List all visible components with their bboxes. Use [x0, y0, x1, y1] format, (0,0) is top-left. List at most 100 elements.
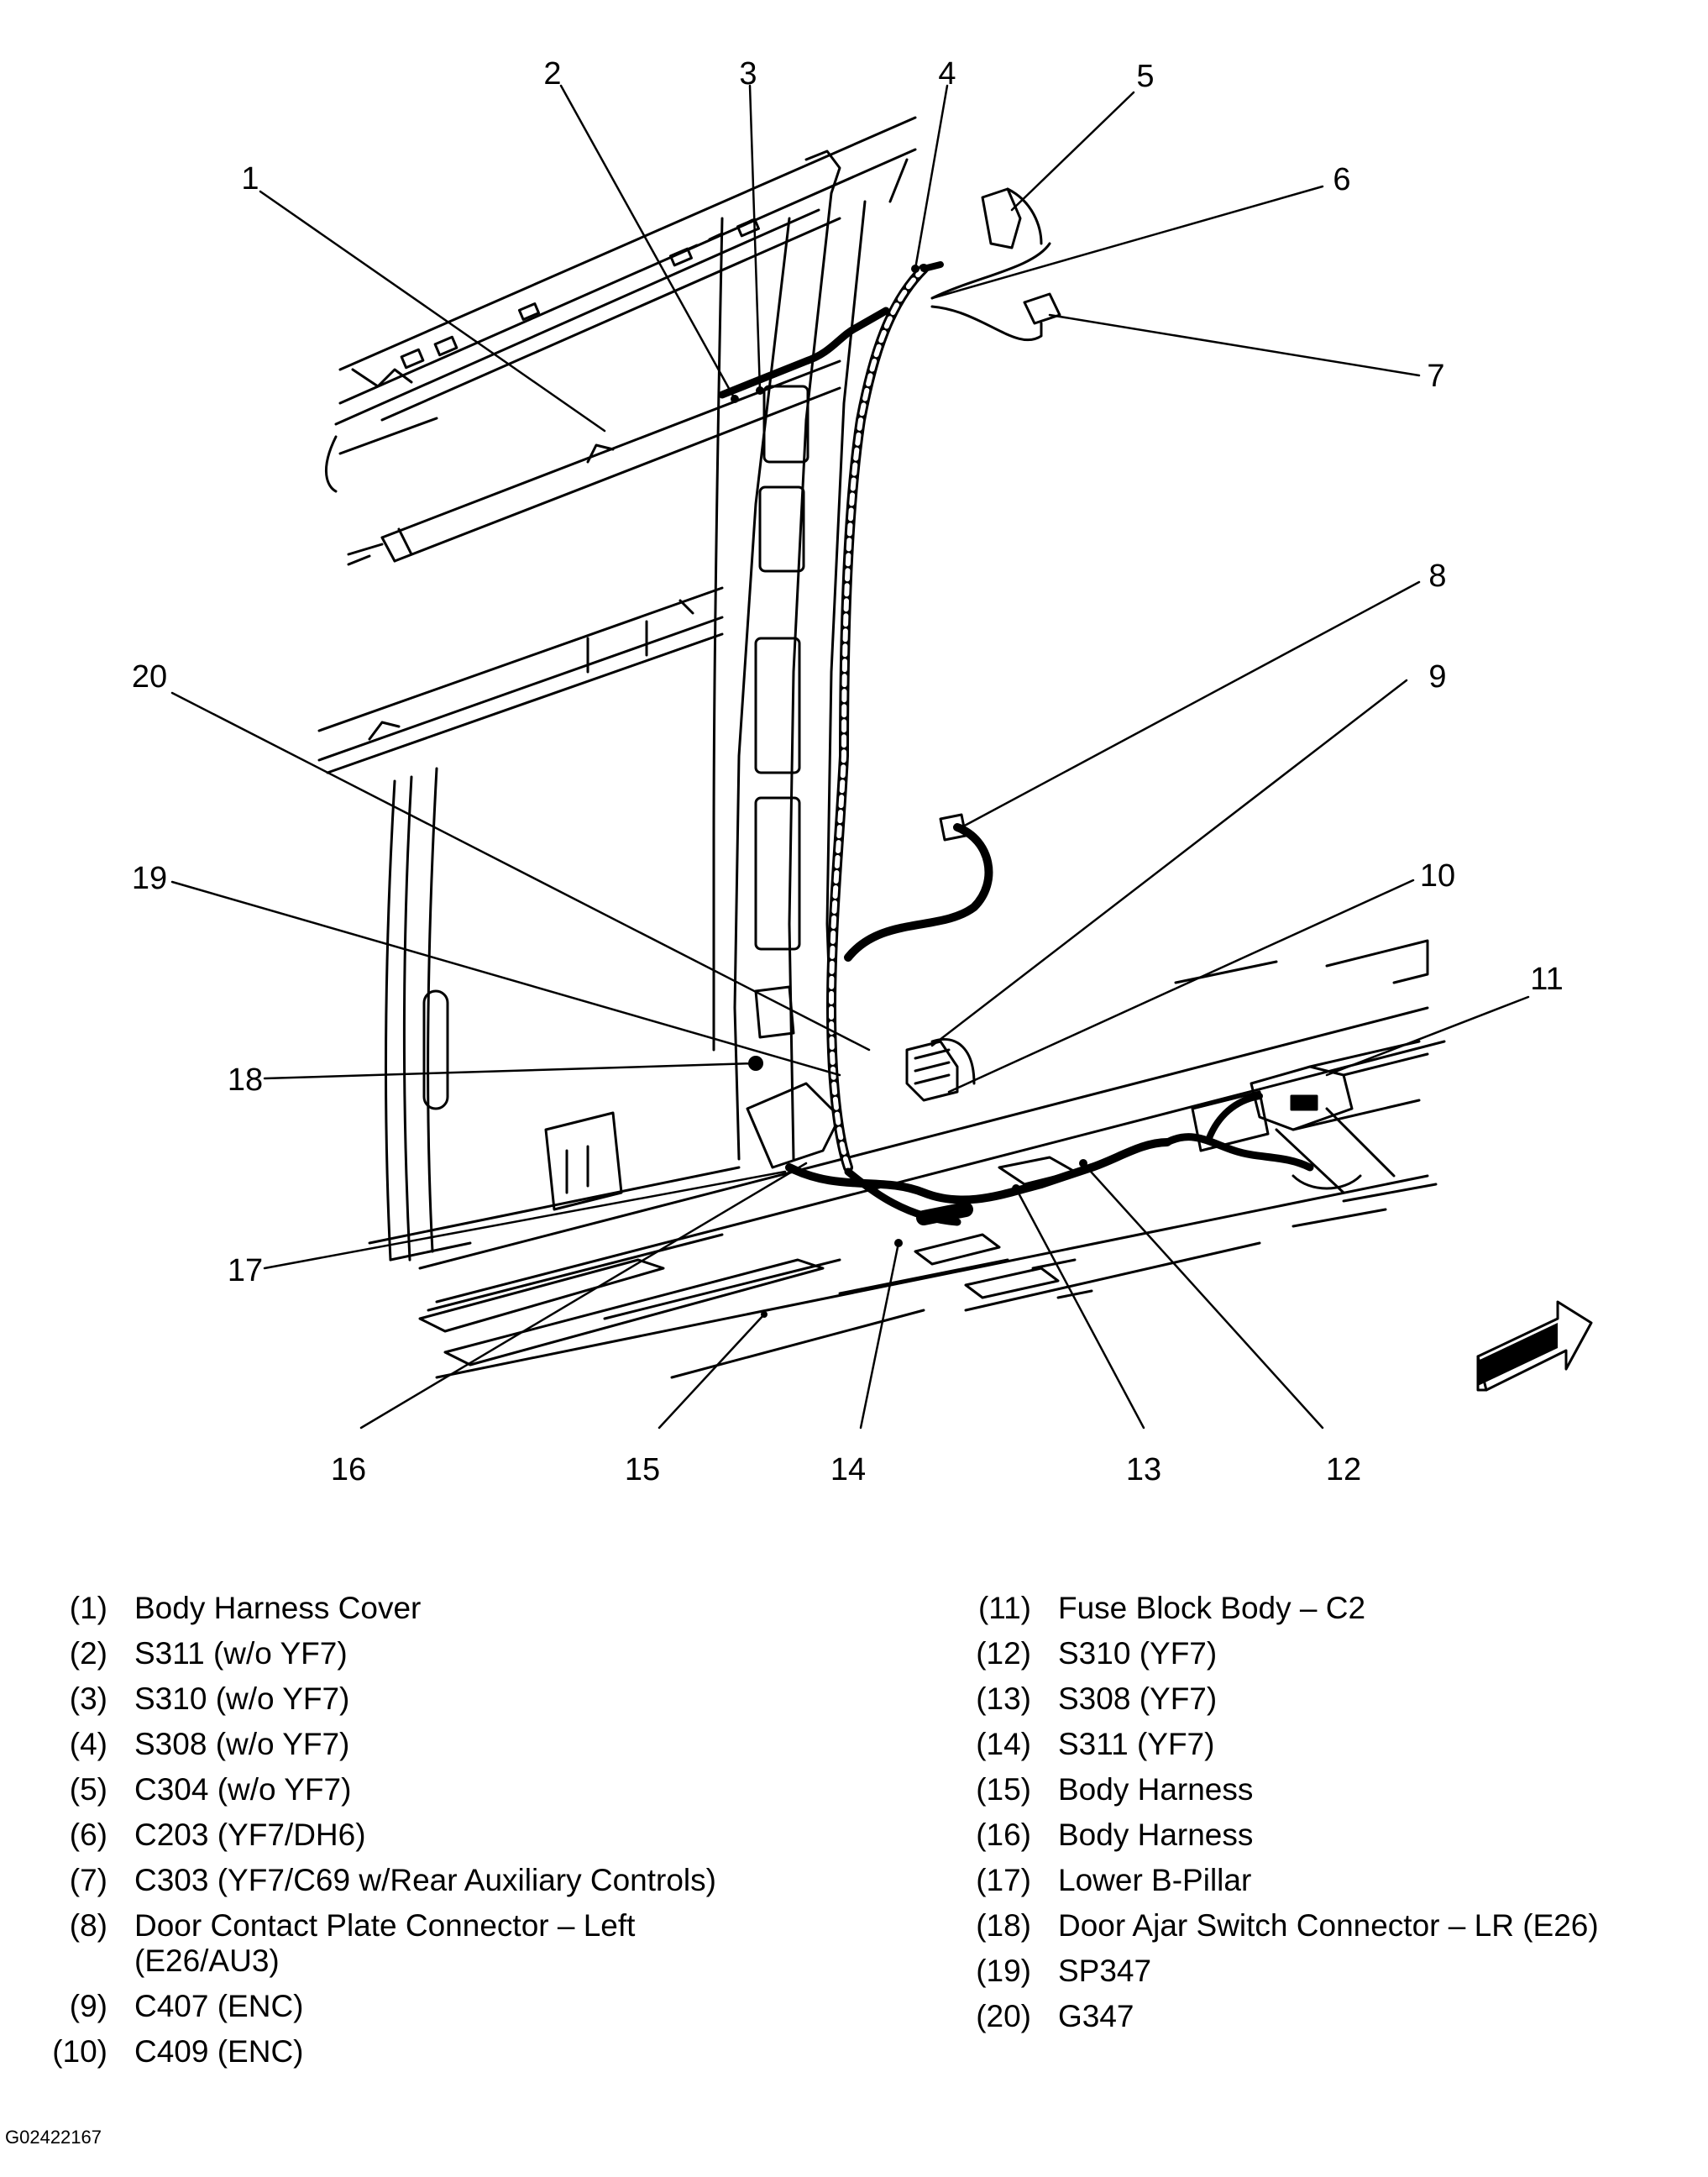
legend-item: (17) Lower B-Pillar — [957, 1858, 1696, 1903]
legend-item: (2) S311 (w/o YF7) — [34, 1631, 907, 1676]
floor-ribs — [418, 1233, 1060, 1367]
legend-label: C407 (ENC) — [134, 1989, 304, 2023]
callout-18: 18 — [228, 1062, 263, 1098]
body-harness-roof — [718, 307, 890, 399]
forward-arrow-icon — [1476, 1300, 1593, 1392]
legend-item: (9) C407 (ENC) — [34, 1984, 907, 2029]
mid-rail — [317, 586, 724, 774]
callout-15: 15 — [625, 1452, 660, 1487]
callout-leaders — [170, 84, 1530, 1429]
legend-item: (18) Door Ajar Switch Connector – LR (E26… — [957, 1903, 1696, 1949]
connectors-c407-c409 — [905, 1038, 976, 1102]
callout-3: 3 — [739, 56, 757, 92]
callout-5: 5 — [1136, 59, 1154, 94]
legend-item: (7) C303 (YF7/C69 w/Rear Auxiliary Contro… — [34, 1858, 907, 1903]
legend-right: (11)Fuse Block Body – C2 (12)S310 (YF7) … — [957, 1586, 1696, 2039]
legend-number: (17) — [976, 1863, 1031, 1897]
legend-item: (20) G347 — [957, 1994, 1696, 2039]
legend-item: (12) S310 (YF7) — [957, 1631, 1696, 1676]
callout-2: 2 — [543, 56, 561, 92]
legend-number: (1) — [69, 1591, 107, 1625]
legend-item: (16) Body Harness — [957, 1812, 1696, 1858]
legend-number: (15) — [976, 1772, 1031, 1807]
callout-8: 8 — [1428, 559, 1446, 594]
legend-item: (10) C409 (ENC) — [34, 2029, 907, 2075]
legend-label: S310 (YF7) — [1058, 1636, 1218, 1671]
legend-item: (5) C304 (w/o YF7) — [34, 1767, 907, 1812]
door-frame — [385, 767, 472, 1262]
legend-label: C303 (YF7/C69 w/Rear Auxiliary Controls) — [134, 1863, 716, 1897]
callout-13: 13 — [1126, 1452, 1161, 1487]
callout-12: 12 — [1326, 1452, 1361, 1487]
pillar-cutout-4 — [754, 796, 801, 951]
legend-number: (3) — [69, 1681, 107, 1716]
legend-number: (11) — [977, 1591, 1031, 1625]
legend-number: (19) — [976, 1954, 1031, 1988]
legend-label: Door Ajar Switch Connector – LR (E26) — [1058, 1908, 1599, 1943]
legend-number: (20) — [976, 1999, 1031, 2033]
callout-labels: 1 2 3 4 5 6 7 8 9 10 11 12 13 14 15 16 1… — [132, 56, 1564, 1487]
legend-label: C304 (w/o YF7) — [134, 1772, 352, 1807]
legend-number: (16) — [976, 1818, 1031, 1852]
legend-label: Door Contact Plate Connector – Left (E26… — [134, 1908, 636, 1978]
legend-label: Body Harness — [1058, 1772, 1254, 1807]
callout-1: 1 — [241, 161, 259, 197]
legend-item: (1) Body Harness Cover — [34, 1586, 907, 1631]
pillar-cutout-2 — [758, 485, 805, 573]
legend-label: Lower B-Pillar — [1058, 1863, 1252, 1897]
callout-19: 19 — [132, 861, 167, 896]
legend-number: (8) — [69, 1908, 107, 1943]
harness-branch-c304 — [930, 187, 1061, 342]
legend-number: (2) — [69, 1636, 107, 1671]
legend-item: (6)C203 (YF7/DH6) — [34, 1812, 907, 1858]
legend-item: (11) Fuse Block Body – C2 — [957, 1586, 1696, 1631]
lower-pillar-bracket — [746, 985, 841, 1169]
callout-16: 16 — [331, 1452, 366, 1487]
callout-17: 17 — [228, 1253, 263, 1288]
floor-pan — [368, 939, 1446, 1379]
legend-label: G347 — [1058, 1999, 1134, 2033]
legend-number: (5) — [69, 1772, 107, 1807]
legend-number: (18) — [976, 1908, 1031, 1943]
body-harness-floor — [785, 1093, 1314, 1226]
callout-dots — [731, 265, 1087, 1318]
legend-label: Body Harness — [1058, 1818, 1254, 1852]
door-ajar-switch-bracket — [544, 1111, 623, 1211]
legend-item: (3)S310 (w/o YF7) — [34, 1676, 907, 1722]
legend-label: C409 (ENC) — [134, 2034, 304, 2069]
legend-item: (14) S311 (YF7) — [957, 1722, 1696, 1767]
callout-11: 11 — [1530, 962, 1563, 997]
legend-number: (6) — [69, 1818, 107, 1852]
legend-number: (14) — [976, 1727, 1031, 1761]
callout-6: 6 — [1333, 162, 1350, 197]
legend-label: Body Harness Cover — [134, 1591, 422, 1625]
harness-branch-door-contact — [844, 813, 993, 962]
roof-rail — [324, 116, 917, 493]
legend-number: (12) — [976, 1636, 1031, 1671]
legend-label: S308 (w/o YF7) — [134, 1727, 350, 1761]
callout-14: 14 — [830, 1452, 866, 1487]
legend-label: Fuse Block Body – C2 — [1058, 1591, 1366, 1625]
legend-item: (8) Door Contact Plate Connector – Left (… — [34, 1908, 907, 1979]
legend-label: SP347 — [1058, 1954, 1152, 1988]
legend-label: S311 (w/o YF7) — [134, 1636, 348, 1671]
callout-7: 7 — [1427, 359, 1444, 394]
legend-label: S308 (YF7) — [1058, 1681, 1218, 1716]
legend-number: (9) — [69, 1989, 107, 2023]
pillar-cutout-1 — [762, 385, 809, 464]
legend-number: (13) — [976, 1681, 1031, 1716]
harness-diagram: 1 2 3 4 5 6 7 8 9 10 11 12 13 14 15 16 1… — [132, 56, 1593, 1487]
legend-number: (7) — [69, 1863, 107, 1897]
callout-9: 9 — [1428, 659, 1446, 695]
legend-label: S311 (YF7) — [1058, 1727, 1215, 1761]
legend-item: (13) S308 (YF7) — [957, 1676, 1696, 1722]
callout-20: 20 — [132, 659, 167, 695]
legend-number: (10) — [52, 2034, 107, 2069]
pillar-cutout-3 — [754, 637, 801, 774]
legend-left: (1)Body Harness Cover (2)S311 (w/o YF7) … — [34, 1586, 907, 2075]
legend-item: (19) SP347 — [957, 1949, 1696, 1994]
b-pillar — [712, 150, 909, 1161]
legend-item: (4)S308 (w/o YF7) — [34, 1722, 907, 1767]
fuse-block — [1191, 1040, 1429, 1194]
figure-id: G02422167 — [5, 2127, 102, 2148]
